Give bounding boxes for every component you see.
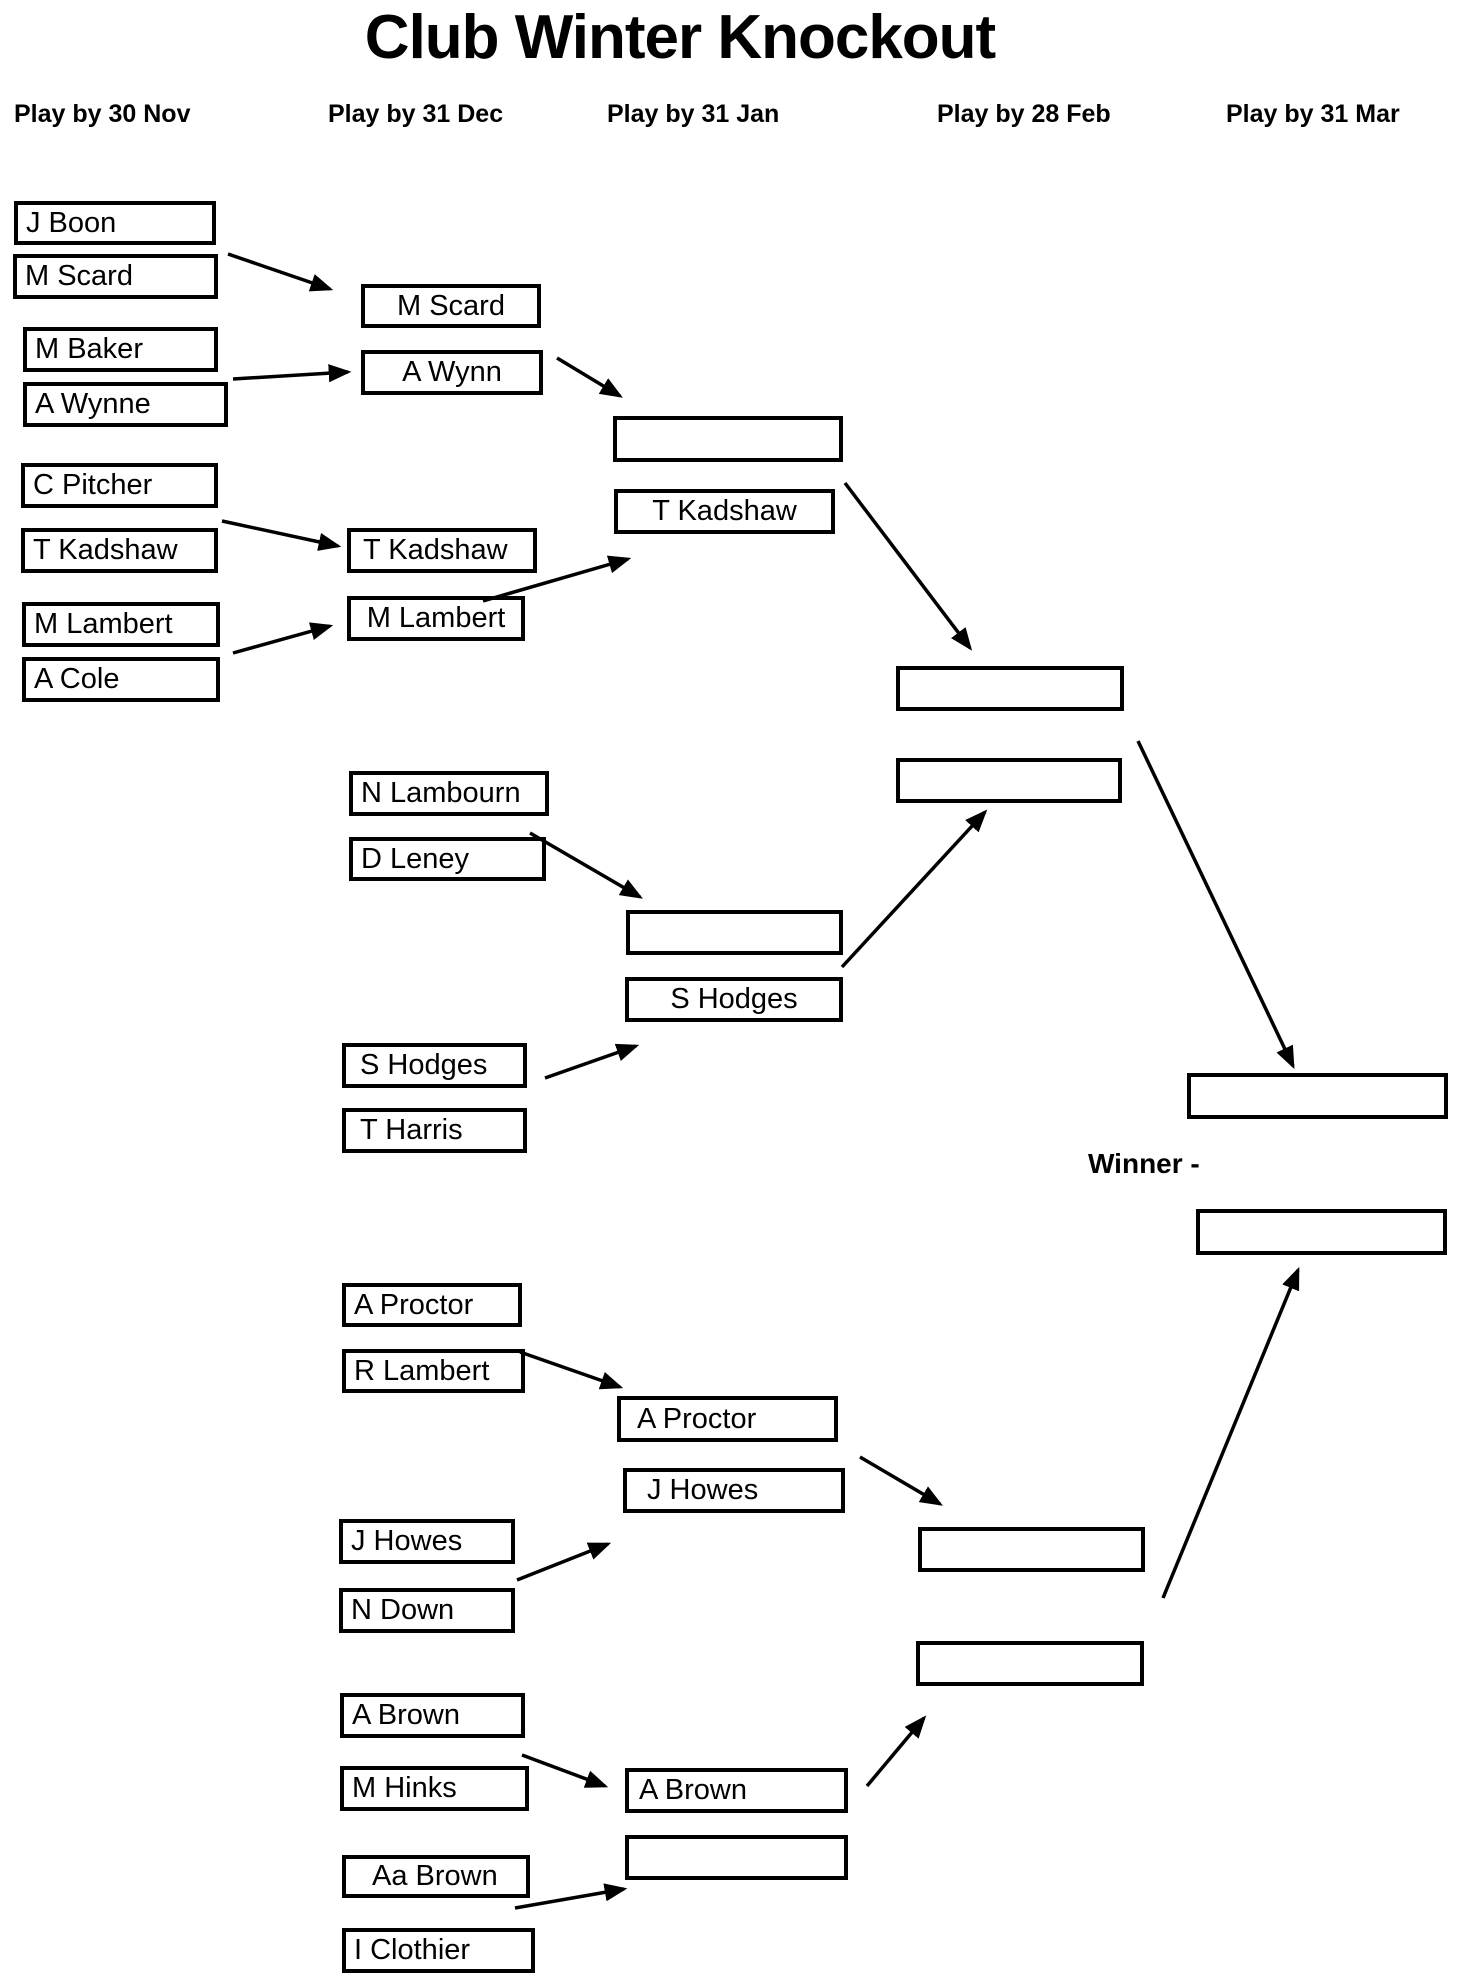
connector-arrow-2 [232,364,352,383]
connector-arrow-16 [514,1883,628,1910]
box-r2-m-lambert: M Lambert [347,596,525,641]
box-label-r3-j-howes: J Howes [647,1474,759,1506]
column-header-31-jan: Play by 31 Jan [607,100,780,128]
box-label-r1-m-baker: M Baker [35,333,143,365]
box-label-r2-s-hodges: S Hodges [360,1049,488,1081]
box-label-r1-a-cole: A Cole [34,663,120,695]
box-r2-n-down: N Down [339,1588,515,1633]
box-r4-slot-3 [918,1527,1145,1572]
box-r3-j-howes: J Howes [623,1468,845,1513]
box-r2-m-hinks: M Hinks [340,1766,529,1811]
connector-arrow-4 [232,622,334,655]
box-label-r2-t-harris: T Harris [360,1114,463,1146]
column-header-30-nov: Play by 30 Nov [14,100,191,128]
box-label-r1-m-scard: M Scard [25,260,133,292]
box-label-r2-d-leney: D Leney [361,842,470,875]
box-label-r2-a-wynn: A Wynn [402,356,502,388]
box-r3-slot-3 [625,1835,848,1880]
connector-arrow-10 [840,809,988,969]
box-r4-slot-1 [896,666,1124,711]
connector-arrow-17 [865,1715,927,1788]
connector-arrow-7 [843,481,973,651]
box-r3-a-brown: A Brown [625,1768,848,1813]
box-r1-a-wynne: A Wynne [23,382,228,427]
box-label-r1-a-wynne: A Wynne [35,388,151,420]
box-r3-t-kadshaw: T Kadshaw [614,489,835,534]
connector-arrow-12 [519,1350,624,1390]
box-r1-j-boon: J Boon [14,201,216,245]
box-r2-a-proctor: A Proctor [342,1283,522,1327]
box-r4-slot-4 [916,1641,1144,1686]
box-r1-m-lambert: M Lambert [22,602,220,647]
column-header-31-mar: Play by 31 Mar [1226,100,1400,128]
box-r2-s-hodges: S Hodges [342,1043,527,1088]
box-label-r2-n-lambourn: N Lambourn [361,777,521,809]
connector-arrow-9 [544,1043,640,1080]
box-r2-j-howes: J Howes [339,1519,515,1564]
box-r3-a-proctor: A Proctor [617,1396,838,1442]
connector-arrow-14 [859,1455,943,1506]
box-r2-a-brown: A Brown [340,1693,525,1738]
connector-arrow-18 [1161,1266,1300,1599]
box-label-r1-t-kadshaw: T Kadshaw [33,534,178,566]
box-r2-m-scard: M Scard [361,284,541,328]
box-r1-t-kadshaw: T Kadshaw [21,528,218,573]
box-label-r3-a-brown: A Brown [639,1774,747,1806]
box-label-r3-s-hodges: S Hodges [670,983,798,1015]
box-label-r2-m-hinks: M Hinks [352,1772,457,1804]
box-r2-i-clothier: I Clothier [342,1928,535,1973]
box-r1-a-cole: A Cole [22,657,220,702]
box-label-r2-t-kadshaw: T Kadshaw [363,534,508,566]
box-r4-slot-2 [896,758,1122,803]
box-label-r2-j-howes: J Howes [351,1525,463,1557]
box-label-r2-m-lambert: M Lambert [366,602,506,634]
box-r1-c-pitcher: C Pitcher [21,463,218,508]
box-r1-m-scard: M Scard [13,254,218,299]
box-r2-r-lambert: R Lambert [342,1349,525,1393]
box-r5-final [1187,1073,1448,1119]
box-label-r2-n-down: N Down [351,1594,455,1626]
connector-arrow-13 [516,1542,612,1582]
box-r3-slot-1 [613,416,843,462]
page-title: Club Winter Knockout [364,3,996,72]
column-header-28-feb: Play by 28 Feb [937,100,1111,128]
box-r3-s-hodges: S Hodges [625,977,843,1022]
box-label-r1-j-boon: J Boon [26,206,117,239]
connector-arrow-15 [521,1753,609,1788]
connector-arrow-11 [1136,740,1295,1070]
box-label-r2-a-proctor: A Proctor [354,1288,474,1321]
box-label-r2-a-brown: A Brown [352,1699,460,1731]
box-label-r1-c-pitcher: C Pitcher [33,469,153,501]
box-label-r3-a-proctor: A Proctor [637,1402,757,1435]
box-label-r3-t-kadshaw: T Kadshaw [652,495,797,527]
box-r2-n-lambourn: N Lambourn [349,771,549,816]
winner-label: Winner - [1088,1148,1200,1179]
column-header-31-dec: Play by 31 Dec [328,100,504,128]
connector-arrow-1 [227,252,334,292]
connector-arrow-3 [221,519,342,551]
box-label-r2-aa-brown: Aa Brown [372,1860,498,1892]
box-r1-m-baker: M Baker [23,327,218,372]
box-r2-t-harris: T Harris [342,1108,527,1153]
connector-arrow-8 [529,831,643,899]
box-r2-a-wynn: A Wynn [361,350,543,395]
box-r2-t-kadshaw: T Kadshaw [347,528,537,573]
box-r2-aa-brown: Aa Brown [342,1855,530,1898]
box-r3-slot-2 [626,910,843,955]
box-label-r2-m-scard: M Scard [397,289,505,322]
box-label-r2-i-clothier: I Clothier [354,1934,471,1966]
box-r5-winner [1196,1209,1447,1255]
box-label-r1-m-lambert: M Lambert [34,608,173,640]
connector-arrow-5 [556,356,623,398]
box-label-r2-r-lambert: R Lambert [354,1354,490,1387]
box-r2-d-leney: D Leney [349,837,546,881]
